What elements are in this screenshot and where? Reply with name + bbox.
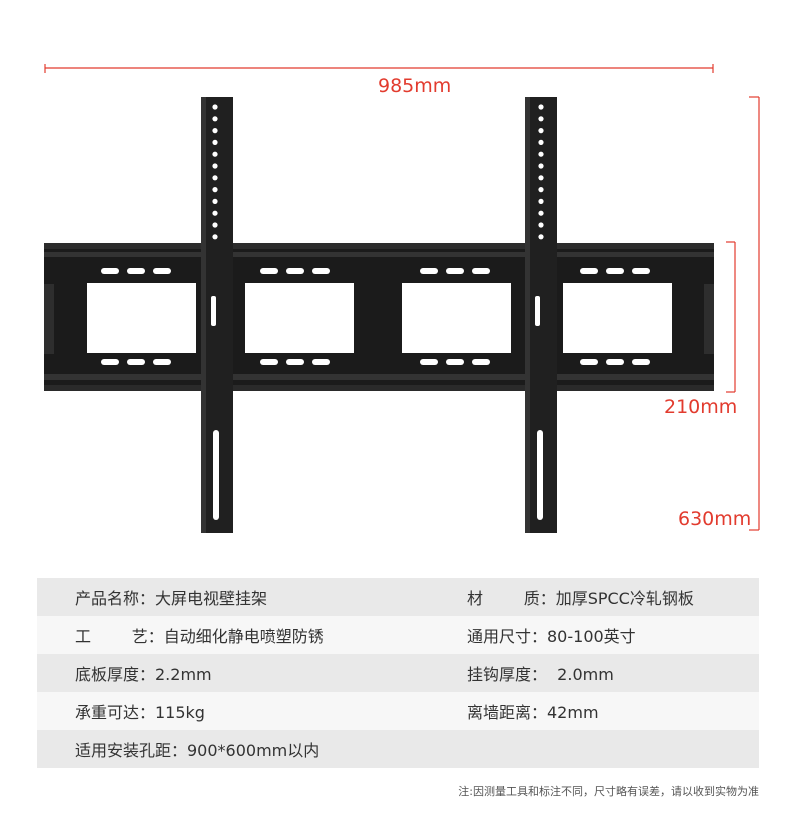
mounting-hole	[212, 151, 218, 157]
mounting-hole	[538, 234, 544, 240]
spec-row: 工 艺：自动细化静电喷塑防锈 通用尺寸：80-100英寸	[37, 616, 759, 654]
left-vertical-arm	[201, 97, 233, 533]
measurement-footnote: 注:因测量工具和标注不同，尺寸略有误差，请以收到实物为准	[458, 785, 759, 798]
mounting-hole	[538, 151, 544, 157]
mounting-hole	[212, 187, 218, 193]
mounting-hole	[538, 116, 544, 122]
mounting-hole	[212, 163, 218, 169]
spec-right: 通用尺寸：80-100英寸	[467, 627, 636, 646]
mounting-hole	[538, 210, 544, 216]
mounting-hole	[212, 139, 218, 145]
spec-left: 承重可达：115kg	[75, 703, 205, 722]
total-height-dimension-label: 630mm	[678, 508, 752, 530]
spec-left: 工 艺：自动细化静电喷塑防锈	[75, 627, 324, 646]
spec-right: 挂钩厚度： 2.0mm	[467, 665, 614, 684]
right-vertical-arm	[525, 97, 557, 533]
mounting-hole	[212, 175, 218, 181]
spec-row: 承重可达：115kg 离墙距离：42mm	[37, 692, 759, 730]
wall-plate	[44, 243, 714, 391]
mounting-hole	[538, 163, 544, 169]
mounting-hole	[212, 210, 218, 216]
spec-left: 产品名称：大屏电视壁挂架	[75, 589, 268, 608]
mounting-hole	[212, 116, 218, 122]
spec-right: 材 质：加厚SPCC冷轧钢板	[467, 589, 694, 608]
mounting-hole	[212, 234, 218, 240]
mounting-hole	[212, 198, 218, 204]
frame-height-dimension-label: 210mm	[664, 396, 738, 418]
spec-right: 离墙距离：42mm	[467, 703, 599, 722]
spec-left: 适用安装孔距：900*600mm以内	[75, 741, 320, 760]
mounting-hole	[538, 175, 544, 181]
spec-row: 适用安装孔距：900*600mm以内	[37, 730, 759, 768]
mounting-hole	[538, 104, 544, 110]
wall-mount-bracket-figure	[44, 64, 760, 533]
mounting-hole	[538, 139, 544, 145]
spec-row: 底板厚度：2.2mm 挂钩厚度： 2.0mm	[37, 654, 759, 692]
width-dimension-line	[44, 64, 714, 73]
spec-left: 底板厚度：2.2mm	[75, 665, 212, 684]
mounting-hole	[538, 222, 544, 228]
spec-table: 产品名称：大屏电视壁挂架 材 质：加厚SPCC冷轧钢板 工 艺：自动细化静电喷塑…	[37, 578, 759, 768]
mounting-hole	[538, 187, 544, 193]
mounting-hole	[212, 128, 218, 134]
mounting-hole	[538, 128, 544, 134]
width-dimension-label: 985mm	[378, 75, 452, 97]
frame-height-dimension-line	[726, 241, 736, 393]
mounting-hole	[212, 222, 218, 228]
mounting-hole	[538, 198, 544, 204]
spec-row: 产品名称：大屏电视壁挂架 材 质：加厚SPCC冷轧钢板	[37, 578, 759, 616]
mounting-hole	[212, 104, 218, 110]
total-height-dimension-line	[749, 96, 760, 531]
